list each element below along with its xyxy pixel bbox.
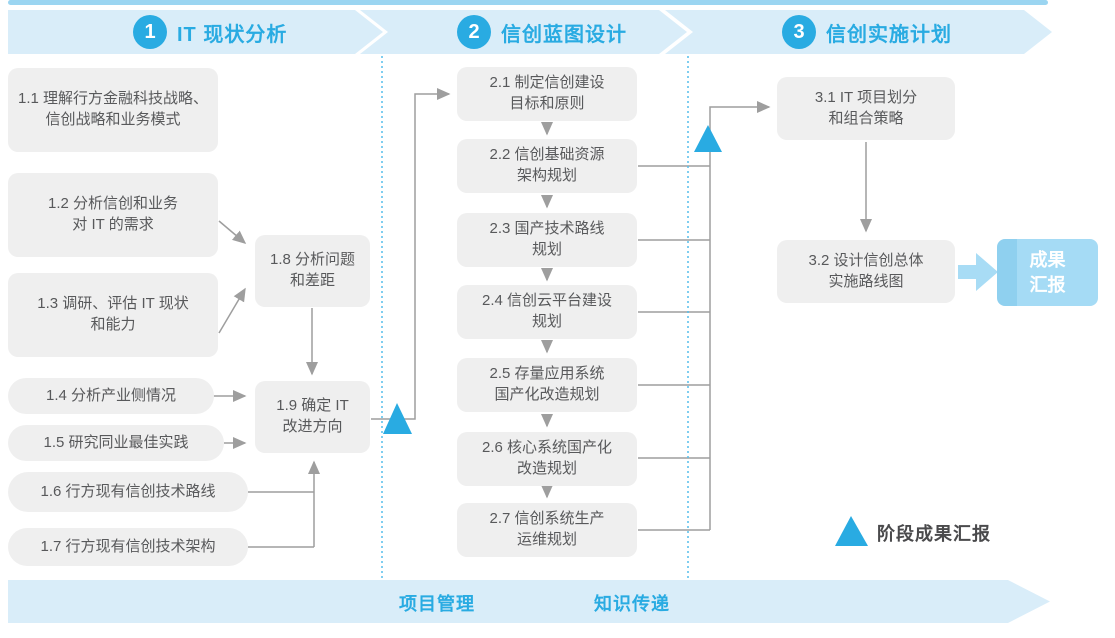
bottom-band: [8, 580, 1050, 623]
step-box-3-1: 3.1 IT 项目划分 和组合策略: [777, 77, 955, 140]
milestone-triangle-icon: [694, 125, 722, 152]
deliverable-arrow-icon: [958, 253, 998, 291]
phase-1-title: IT 现状分析: [177, 23, 288, 46]
step-box-1-2: 1.2 分析信创和业务 对 IT 的需求: [8, 173, 218, 257]
line-1-6-1-7-merge: [248, 491, 314, 548]
step-box-1-9: 1.9 确定 IT 改进方向: [255, 381, 370, 453]
phase-1-number-badge: 1: [133, 15, 167, 49]
phase-3-title: 信创实施计划: [826, 23, 952, 46]
phase-3-band: [665, 10, 1052, 54]
legend-label: 阶段成果汇报: [877, 524, 991, 544]
step-box-1-8: 1.8 分析问题 和差距: [255, 235, 370, 307]
step-box-2-4: 2.4 信创云平台建设 规划: [457, 285, 637, 339]
step-box-1-5: 1.5 研究同业最佳实践: [8, 425, 224, 461]
step-box-1-6: 1.6 行方现有信创技术路线: [8, 472, 248, 512]
arrow-1-3-to-1-8: [218, 287, 246, 334]
arrow-1-9-to-2-1: [371, 88, 451, 420]
legend-triangle-icon: [835, 516, 868, 546]
lines-2x-to-collector: [638, 165, 710, 531]
step-box-2-2: 2.2 信创基础资源 架构规划: [457, 139, 637, 193]
bottom-label-project-management: 项目管理: [399, 594, 475, 614]
step-box-1-1: 1.1 理解行方金融科技战略、 信创战略和业务模式: [8, 68, 218, 152]
step-box-1-4: 1.4 分析产业侧情况: [8, 378, 214, 414]
step-box-1-3: 1.3 调研、评估 IT 现状 和能力: [8, 273, 218, 357]
step-box-2-7: 2.7 信创系统生产 运维规划: [457, 503, 637, 557]
deliverable-box: 成果 汇报: [997, 239, 1098, 306]
phase-3-number-badge: 3: [782, 15, 816, 49]
arrow-collector-to-3-1: [709, 101, 771, 530]
step-box-2-1: 2.1 制定信创建设 目标和原则: [457, 67, 637, 121]
milestone-triangle-icon: [383, 403, 412, 434]
arrow-1-2-to-1-8: [218, 220, 247, 244]
phase-2-number-badge: 2: [457, 15, 491, 49]
step-box-1-7: 1.7 行方现有信创技术架构: [8, 528, 248, 566]
phase-3-header: 3 信创实施计划: [782, 10, 952, 54]
step-box-3-2: 3.2 设计信创总体 实施路线图: [777, 240, 955, 303]
top-accent-stripe: [8, 0, 1048, 5]
step-box-2-5: 2.5 存量应用系统 国产化改造规划: [457, 358, 637, 412]
phase-2-title: 信创蓝图设计: [501, 23, 627, 46]
step-box-2-3: 2.3 国产技术路线 规划: [457, 213, 637, 267]
bottom-label-knowledge-transfer: 知识传递: [594, 594, 670, 614]
phase-1-header: 1 IT 现状分析: [133, 10, 287, 54]
phase-1-band: [8, 10, 383, 54]
phase-2-header: 2 信创蓝图设计: [457, 10, 627, 54]
step-box-2-6: 2.6 核心系统国产化 改造规划: [457, 432, 637, 486]
phase-2-band: [360, 10, 687, 54]
